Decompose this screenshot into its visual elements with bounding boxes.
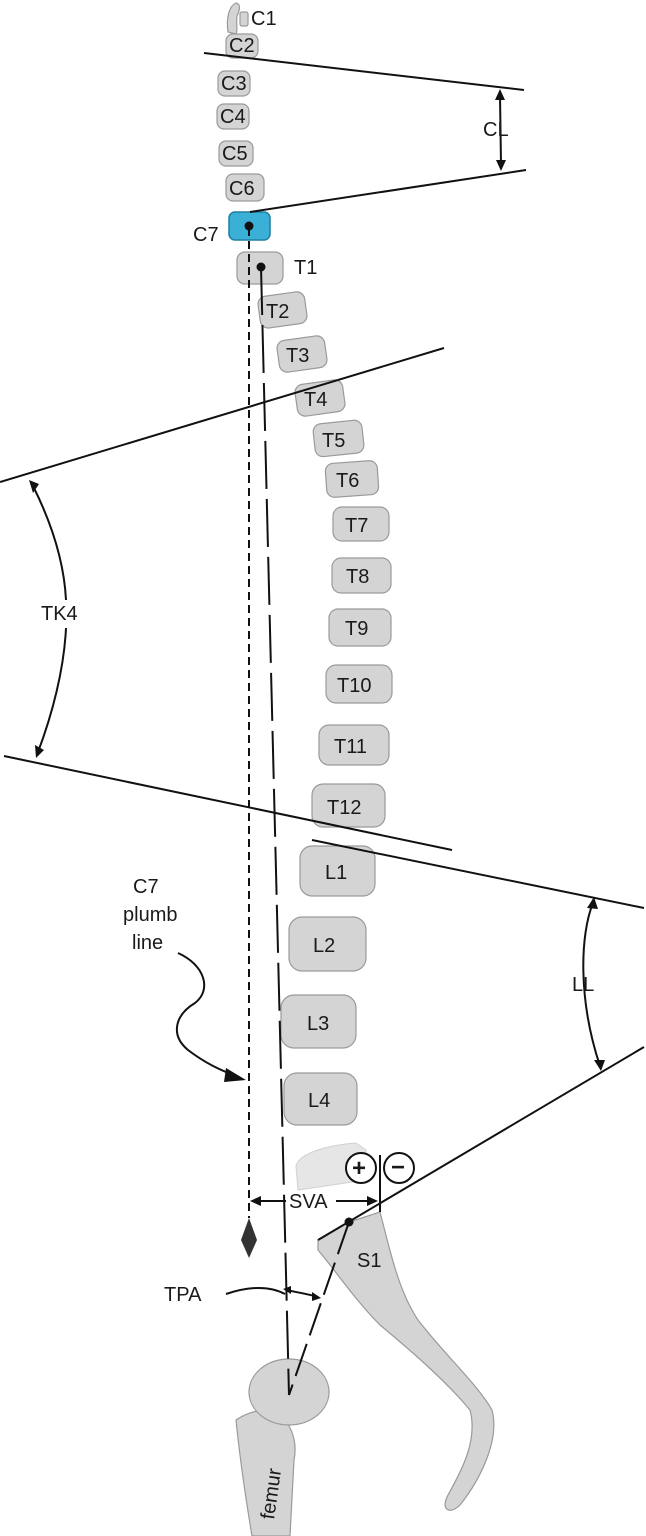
t6-label: T6 xyxy=(336,470,359,492)
cl-arrow-head-down xyxy=(496,160,506,171)
ll-upper-line xyxy=(311,839,645,909)
sva-arrow-head-right xyxy=(367,1196,378,1206)
tpa-label: TPA xyxy=(164,1284,202,1306)
ll-arc xyxy=(582,902,601,1067)
sva-negative-symbol xyxy=(383,1152,415,1184)
c2-label: C2 xyxy=(229,35,255,57)
t11-label: T11 xyxy=(334,736,367,758)
tk4-arc-lower xyxy=(37,627,67,753)
t12-vertebra xyxy=(311,783,386,828)
t9-label: T9 xyxy=(345,618,368,640)
sacrum-bone xyxy=(317,1211,495,1511)
cervical-spine: C1 C2 C3 C4 C5 C6 C7 xyxy=(193,2,277,246)
c6-vertebra xyxy=(225,173,265,202)
l3-label: L3 xyxy=(307,1013,329,1035)
cl-lower-line xyxy=(249,169,527,213)
cl-upper-line xyxy=(203,52,525,91)
l3-vertebra xyxy=(280,994,357,1049)
sva-measure: SVA + − xyxy=(250,1152,415,1213)
l4-label: L4 xyxy=(308,1090,330,1112)
s1-label: S1 xyxy=(357,1250,381,1272)
tpa-pointer xyxy=(225,1287,286,1295)
plumb-bob xyxy=(241,1218,257,1258)
t7-label: T7 xyxy=(345,515,368,537)
tpa-arc-head-right xyxy=(312,1292,321,1301)
t3-vertebra xyxy=(276,335,328,373)
sva-arrow-head-left xyxy=(250,1196,261,1206)
cl-arrow-head-up xyxy=(495,89,505,100)
c4-vertebra xyxy=(216,103,250,130)
t2-label: T2 xyxy=(266,301,289,323)
sva-negative-sign: − xyxy=(391,1154,405,1181)
tk4-arrow-head-down xyxy=(35,745,44,758)
c7-label: C7 xyxy=(193,224,219,246)
t7-vertebra xyxy=(332,506,390,542)
tpa-arc-head-left xyxy=(283,1286,291,1294)
c5-vertebra xyxy=(218,140,254,167)
cervical-lordosis-lines: CL xyxy=(203,52,527,213)
lumbar-spine: L1 L2 L3 L4 xyxy=(280,845,376,1191)
plumb-line-pointer xyxy=(175,952,237,1077)
c6-label: C6 xyxy=(229,178,255,200)
t10-vertebra xyxy=(325,664,393,704)
plumb-line-label-c7: C7 xyxy=(133,876,159,898)
s1-femoral-line xyxy=(288,1221,350,1396)
cl-arrow-shaft xyxy=(499,95,502,165)
t3-label: T3 xyxy=(286,345,309,367)
sva-positive-symbol xyxy=(345,1152,377,1184)
t12-label: T12 xyxy=(327,797,361,819)
ll-arrow-head-up xyxy=(587,897,598,909)
cl-label: CL xyxy=(483,119,509,141)
tk4-upper-line xyxy=(0,347,445,483)
t11-vertebra xyxy=(318,724,390,766)
ll-label: LL xyxy=(572,974,594,996)
t8-vertebra xyxy=(331,557,392,594)
t1-femoral-line xyxy=(260,266,290,1396)
tk4-arc-upper xyxy=(32,485,67,601)
t1-label: T1 xyxy=(294,257,317,279)
t10-label: T10 xyxy=(337,675,371,697)
t4-label: T4 xyxy=(304,389,327,411)
sacrum: S1 xyxy=(317,1211,495,1511)
c7-centroid-point xyxy=(244,221,254,231)
ll-lower-line xyxy=(317,1046,645,1241)
c1-label: C1 xyxy=(251,8,277,30)
tk4-lower-line xyxy=(3,755,453,851)
l1-label: L1 xyxy=(325,862,347,884)
lumbar-lordosis-lines: LL xyxy=(311,839,645,1241)
tk4-label: TK4 xyxy=(41,603,78,625)
t5-label: T5 xyxy=(322,430,345,452)
c4-label: C4 xyxy=(220,106,246,128)
thoracic-spine: T1 T2 T3 T4 T5 T6 T7 T8 T9 T10 T11 T12 xyxy=(236,251,393,828)
l2-label: L2 xyxy=(313,935,335,957)
tk4-arrow-head-up xyxy=(29,480,39,493)
plumb-line-label-plumb: plumb xyxy=(123,904,177,926)
c3-label: C3 xyxy=(221,73,247,95)
l2-vertebra xyxy=(288,916,367,972)
c1-vertebra xyxy=(226,2,241,35)
t2-vertebra xyxy=(257,291,308,329)
c1-body xyxy=(239,11,249,27)
femur: femur xyxy=(235,1358,330,1536)
t9-vertebra xyxy=(328,608,392,647)
t5-vertebra xyxy=(312,419,365,458)
c3-vertebra xyxy=(217,70,251,97)
t6-vertebra xyxy=(324,460,380,498)
plumb-line-label-line: line xyxy=(132,932,163,954)
tpa-angle: TPA xyxy=(164,1284,321,1306)
s1-posterior-point xyxy=(344,1217,354,1227)
sva-positive-sign: + xyxy=(352,1155,366,1182)
thoracic-kyphosis-lines: TK4 xyxy=(0,347,453,851)
sva-label: SVA xyxy=(289,1191,328,1213)
ll-arrow-head-down xyxy=(594,1060,605,1071)
l4-vertebra xyxy=(283,1072,358,1126)
t8-label: T8 xyxy=(346,566,369,588)
c5-label: C5 xyxy=(222,143,248,165)
plumb-line-pointer-head xyxy=(224,1068,246,1082)
c7-plumb-line-group: C7 plumb line xyxy=(123,228,257,1258)
